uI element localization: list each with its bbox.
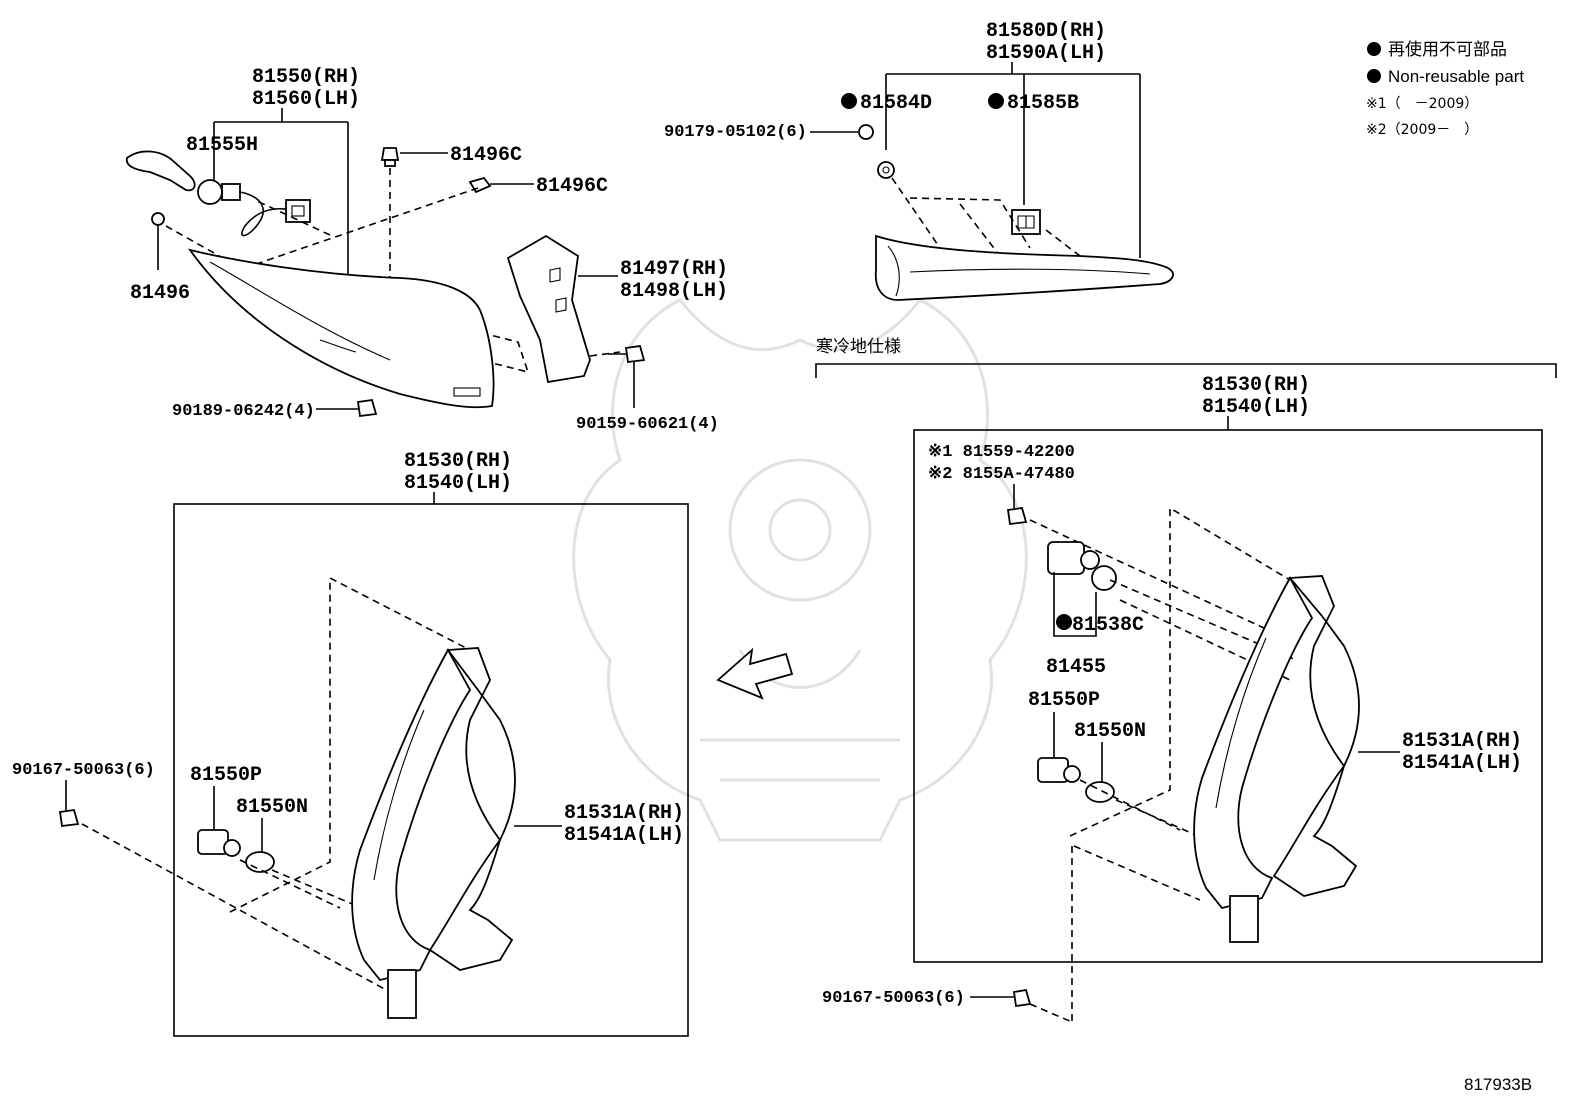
bracket-81497 bbox=[506, 234, 591, 384]
left-bulb-81550n bbox=[245, 851, 275, 873]
legend-note-1: ※1（ －2009） bbox=[1366, 96, 1478, 112]
label-81550-rh: 81550(RH) bbox=[252, 66, 360, 89]
legend-dot-icon bbox=[1367, 42, 1381, 56]
wire-harness-socket bbox=[125, 150, 311, 237]
right-label-81550p: 81550P bbox=[1028, 689, 1100, 712]
non-reusable-dot-icon bbox=[1056, 614, 1072, 630]
legend-jp: 再使用不可部品 bbox=[1388, 39, 1507, 59]
leader-bracket bbox=[213, 108, 349, 278]
legend-note-2: ※2（2009－ ） bbox=[1366, 122, 1478, 138]
nut-81584d bbox=[877, 161, 895, 179]
leader-bracket bbox=[1053, 572, 1097, 637]
left-label-90167: 90167-50063(6) bbox=[12, 761, 155, 780]
label-81590a-lh: 81590A(LH) bbox=[986, 42, 1106, 65]
pad-mark bbox=[1017, 215, 1035, 229]
label-81496c-1: 81496C bbox=[450, 144, 522, 167]
label-81584d: 81584D bbox=[860, 92, 932, 115]
dashed-leader bbox=[469, 329, 530, 374]
right-label-81538c: 81538C bbox=[1072, 614, 1144, 637]
right-label-81455: 81455 bbox=[1046, 656, 1106, 679]
right-screw-90167 bbox=[1012, 988, 1032, 1008]
screw-90159 bbox=[608, 344, 646, 364]
clip-81496c-top bbox=[380, 147, 400, 167]
non-reusable-dot-icon bbox=[841, 93, 857, 109]
direction-arrow-icon bbox=[716, 647, 794, 700]
label-81497-rh: 81497(RH) bbox=[620, 258, 728, 281]
right-socket-81455 bbox=[1047, 541, 1117, 591]
reflector-body bbox=[874, 234, 1174, 301]
right-assy-lh: 81540(LH) bbox=[1202, 396, 1310, 419]
right-assy-rh: 81530(RH) bbox=[1202, 374, 1310, 397]
label-81496c-2: 81496C bbox=[536, 175, 608, 198]
dashed-leader bbox=[891, 177, 1081, 257]
left-assembly-box bbox=[173, 503, 689, 1037]
non-reusable-dot-icon bbox=[988, 93, 1004, 109]
right-note-2: ※2 8155A-47480 bbox=[928, 465, 1075, 484]
left-label-81550n: 81550N bbox=[236, 796, 308, 819]
left-label-81541a-lh: 81541A(LH) bbox=[564, 824, 684, 847]
right-lens-housing bbox=[1193, 575, 1360, 943]
left-assy-rh: 81530(RH) bbox=[404, 450, 512, 473]
dashed-leader bbox=[229, 576, 471, 921]
leader-bracket bbox=[885, 62, 1141, 258]
label-81496: 81496 bbox=[130, 282, 190, 305]
nut-90179 bbox=[858, 124, 874, 140]
pad-81585b bbox=[1011, 209, 1041, 235]
label-90179: 90179-05102(6) bbox=[664, 123, 807, 142]
dashed-leader bbox=[81, 823, 391, 993]
right-note-1: ※1 81559-42200 bbox=[928, 443, 1075, 462]
tail-lamp-body bbox=[187, 248, 495, 409]
legend-en: Non-reusable part bbox=[1388, 67, 1524, 86]
screw-90189 bbox=[356, 398, 378, 418]
left-screw-90167 bbox=[58, 808, 80, 828]
label-81580d-rh: 81580D(RH) bbox=[986, 20, 1106, 43]
dashed-leader bbox=[589, 351, 621, 357]
section-label-cold-area: 寒冷地仕様 bbox=[816, 337, 901, 356]
label-90189: 90189-06242(4) bbox=[172, 402, 315, 421]
left-label-81550p: 81550P bbox=[190, 764, 262, 787]
label-90159: 90159-60621(4) bbox=[576, 415, 719, 434]
left-assy-lh: 81540(LH) bbox=[404, 472, 512, 495]
dashed-leader bbox=[232, 187, 479, 273]
left-label-81531a-rh: 81531A(RH) bbox=[564, 802, 684, 825]
nut-hole bbox=[882, 166, 890, 174]
label-81560-lh: 81560(LH) bbox=[252, 88, 360, 111]
screw-81496 bbox=[151, 212, 165, 236]
dashed-leader bbox=[254, 199, 331, 236]
right-label-90167: 90167-50063(6) bbox=[822, 989, 965, 1008]
left-lens-housing bbox=[351, 647, 516, 1019]
legend-dot-icon bbox=[1367, 69, 1381, 83]
label-81498-lh: 81498(LH) bbox=[620, 280, 728, 303]
diagram-code: 817933B bbox=[1464, 1075, 1532, 1094]
label-81555h: 81555H bbox=[186, 134, 258, 157]
right-bulb-socket-81550p bbox=[1037, 757, 1081, 783]
label-81585b: 81585B bbox=[1007, 92, 1079, 115]
right-bulb-81550n bbox=[1085, 781, 1115, 803]
left-bulb-socket-81550p bbox=[197, 829, 241, 857]
right-label-81531a-rh: 81531A(RH) bbox=[1402, 730, 1522, 753]
right-label-81550n: 81550N bbox=[1074, 720, 1146, 743]
watermark-emblem bbox=[572, 298, 1028, 842]
right-assembly-box bbox=[913, 429, 1543, 963]
dashed-leader bbox=[1029, 1003, 1073, 1023]
section-bracket bbox=[815, 363, 1557, 378]
right-label-81541a-lh: 81541A(LH) bbox=[1402, 752, 1522, 775]
right-screw-81559 bbox=[1006, 506, 1028, 526]
